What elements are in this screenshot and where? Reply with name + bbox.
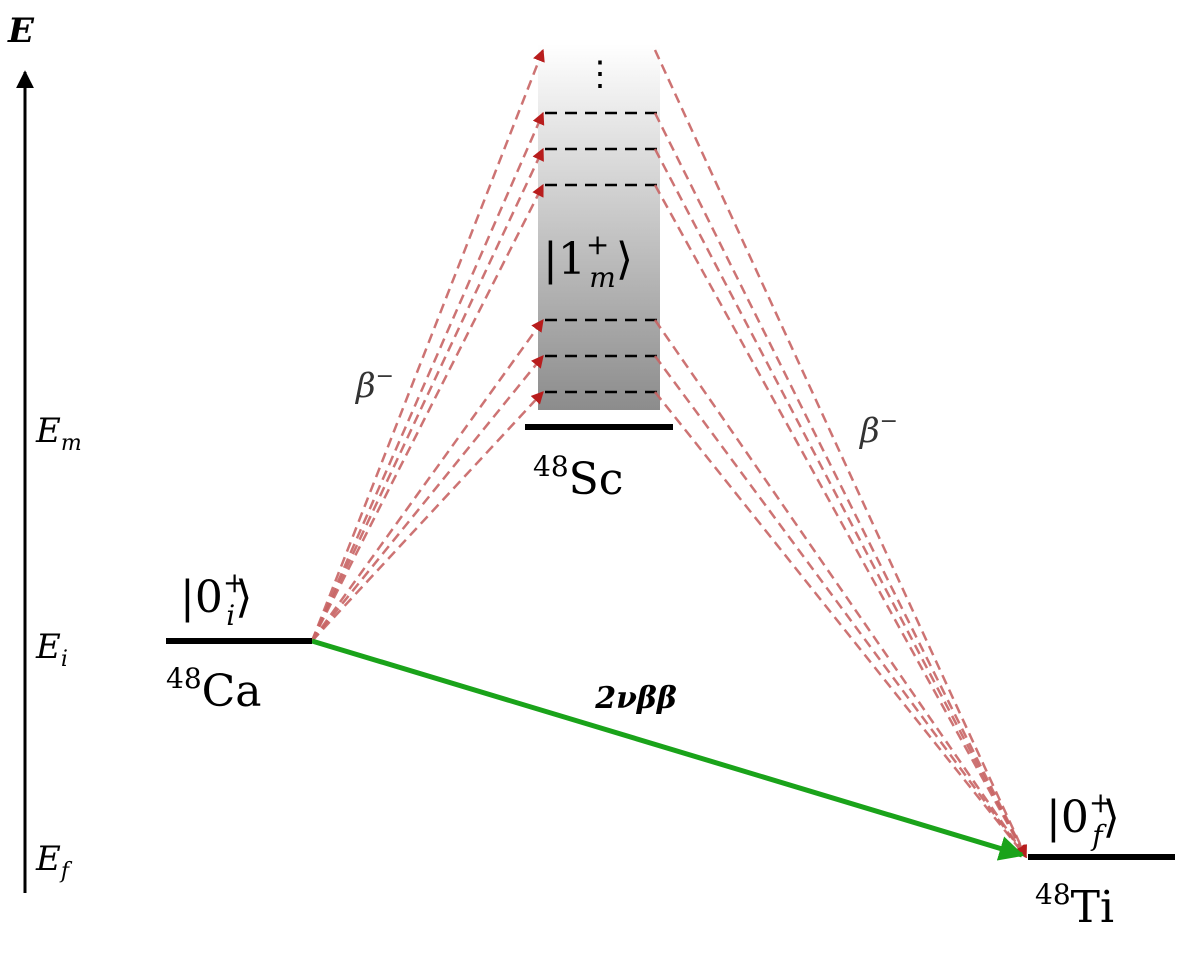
beta-arrow-ca-to-sc (311, 391, 544, 642)
ti-nucleus-label: 48Ti (1035, 878, 1114, 933)
beta-arrow-ca-to-sc (310, 111, 545, 642)
beta-arrow-ca-to-sc (310, 318, 545, 642)
beta-arrow-sc-to-ti (654, 391, 1027, 858)
beta-arrow-sc-to-ti (653, 319, 1028, 859)
beta-left-label: β− (354, 364, 394, 406)
beta-arrow-ca-to-sc (310, 183, 545, 642)
sc-nucleus-label: 48Sc (533, 450, 623, 505)
axis-title: E (7, 11, 35, 51)
double-beta-label: 2νββ (594, 681, 677, 716)
ti-state-label: |0+f⟩ (1046, 786, 1120, 852)
beta-arrow-sc-to-ti (653, 112, 1028, 859)
beta-arrow-sc-to-ti (653, 148, 1028, 859)
beta-arrow-sc-to-ti (653, 49, 1028, 859)
axis-label-em: Em (35, 411, 82, 456)
beta-arrow-ca-to-sc (311, 355, 544, 642)
double-beta-arrow (311, 638, 1025, 861)
ca-state-label: |0+i⟩ (180, 566, 252, 632)
beta-right-label: β− (858, 409, 898, 451)
beta-arrow-sc-to-ti (653, 355, 1028, 859)
sc-state-label: |1+m⟩ (543, 228, 633, 294)
beta-transition-arrows (310, 48, 1028, 859)
intermediate-state-band (538, 44, 660, 410)
axis-label-ei: Ei (35, 627, 68, 672)
beta-arrow-ca-to-sc (310, 48, 545, 642)
axis-label-ef: Ef (35, 839, 73, 884)
sc-more-states-dots: ⋮ (583, 54, 617, 94)
beta-arrow-sc-to-ti (653, 184, 1028, 859)
beta-arrow-ca-to-sc (310, 147, 545, 642)
ca-nucleus-label: 48Ca (166, 662, 262, 717)
